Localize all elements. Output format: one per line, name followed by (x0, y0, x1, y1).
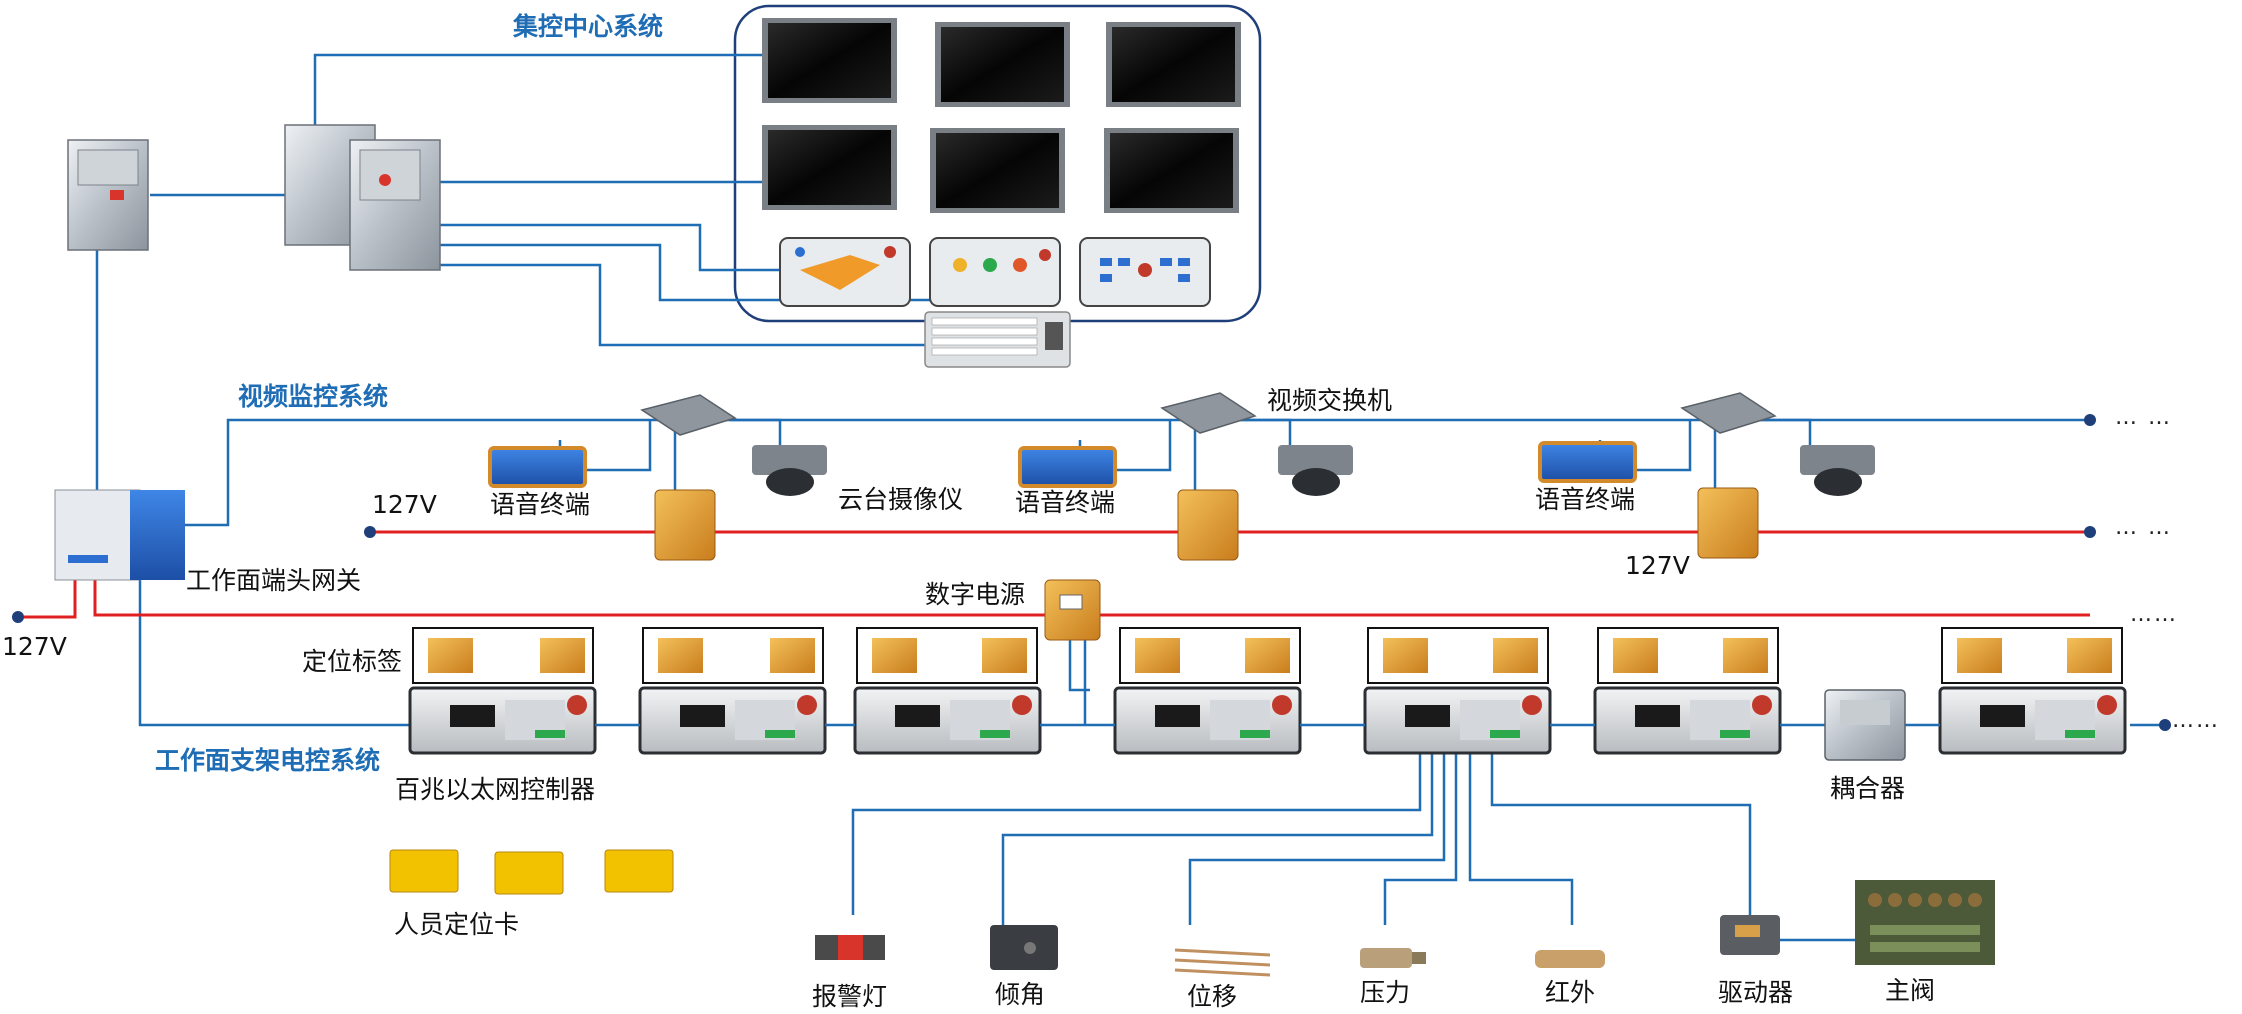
label-voltage-left: 127V (2, 632, 67, 661)
alarm-light-device (815, 935, 885, 960)
label-voice-terminal-1: 语音终端 (490, 490, 591, 519)
displacement-sensor-device (1174, 948, 1271, 977)
explosion-proof-server-left (67, 139, 149, 251)
controller-4 (1113, 686, 1302, 755)
label-controller: 百兆以太网控制器 (395, 775, 596, 804)
digital-power-box (1044, 579, 1101, 641)
voice-terminals (488, 441, 1637, 488)
monitor-2 (935, 22, 1070, 107)
junction-boxes (654, 487, 1759, 561)
controller-1 (408, 686, 597, 755)
label-voltage-right: 127V (1625, 551, 1690, 580)
system-title-support: 工作面支架电控系统 (155, 746, 381, 775)
monitor-5 (930, 128, 1065, 213)
keyboard (924, 311, 1071, 368)
sensors (815, 880, 1995, 977)
controller-2 (638, 686, 827, 755)
label-personnel-card: 人员定位卡 (394, 910, 520, 939)
controller-7 (1938, 686, 2127, 755)
controller-5 (1363, 686, 1552, 755)
ethernet-controllers (408, 686, 2127, 755)
monitor-4 (762, 125, 897, 210)
controller-3 (853, 686, 1042, 755)
label-voltage-line: 127V (372, 490, 437, 519)
controller-6 (1593, 686, 1782, 755)
monitor-6 (1104, 128, 1239, 213)
label-coupler: 耦合器 (1830, 774, 1906, 803)
personnel-cards (389, 849, 674, 895)
label-ptz-camera: 云台摄像仪 (838, 485, 964, 514)
line-endpoints (12, 414, 2171, 731)
label-main-valve: 主阀 (1885, 976, 1936, 1005)
explosion-proof-server-right (284, 124, 441, 271)
tilt-sensor-device (990, 925, 1058, 970)
label-alarm-light: 报警灯 (812, 982, 888, 1011)
label-digital-power: 数字电源 (925, 580, 1026, 609)
label-driver: 驱动器 (1718, 978, 1794, 1007)
label-tilt: 倾角 (995, 980, 1046, 1009)
monitor-3 (1106, 22, 1241, 107)
driver-device (1720, 915, 1780, 955)
positioning-tag-groups (412, 627, 2123, 684)
system-title-video: 视频监控系统 (238, 382, 389, 411)
continuation-controller-line: …… (2172, 708, 2220, 733)
continuation-red-line: …… (2130, 602, 2178, 627)
label-video-switch: 视频交换机 (1267, 386, 1393, 415)
label-gateway: 工作面端头网关 (186, 566, 362, 595)
label-pressure: 压力 (1360, 978, 1411, 1007)
network-lines (95, 53, 2165, 942)
main-valve-device (1855, 880, 1995, 965)
label-infrared: 红外 (1545, 978, 1596, 1007)
control-consoles (779, 237, 1211, 307)
label-voice-terminal-3: 语音终端 (1535, 485, 1636, 514)
continuation-power-line: … … (2115, 515, 2172, 540)
system-title-central: 集控中心系统 (513, 12, 664, 41)
monitor-1 (762, 18, 897, 103)
label-positioning-tag: 定位标签 (302, 647, 403, 676)
gateway-device (54, 489, 185, 581)
infrared-sensor-device (1535, 950, 1605, 968)
monitor-wall (762, 18, 1241, 213)
continuation-video-line: … … (2115, 405, 2172, 430)
label-voice-terminal-2: 语音终端 (1015, 488, 1116, 517)
ptz-cameras (752, 445, 1875, 496)
label-displacement: 位移 (1187, 982, 1238, 1011)
coupler-device (1824, 689, 1906, 761)
video-switches (640, 392, 1777, 436)
pressure-sensor-device (1360, 948, 1426, 968)
